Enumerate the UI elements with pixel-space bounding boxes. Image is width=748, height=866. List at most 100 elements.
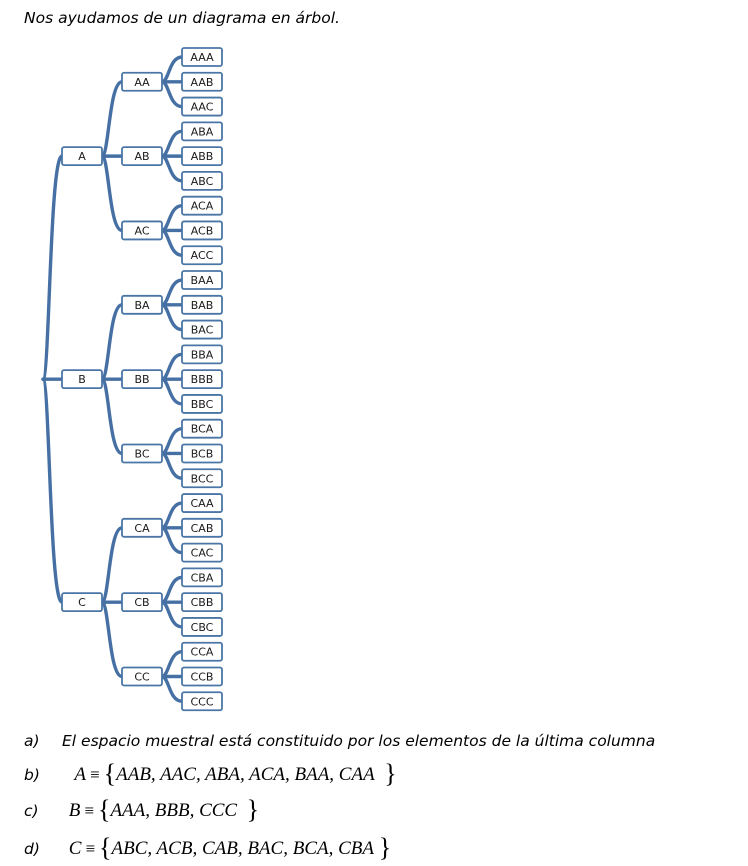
tree-node-level3: AAC bbox=[181, 96, 223, 117]
answer-b-open-brace: { bbox=[103, 759, 117, 788]
tree-node-label: BBA bbox=[191, 348, 214, 361]
tree-node-level3: CCA bbox=[181, 641, 223, 662]
tree-node-level3: AAA bbox=[181, 47, 223, 67]
tree-node-label: BCB bbox=[191, 447, 214, 460]
tree-edge-l1 bbox=[100, 600, 124, 679]
tree-edge-l2 bbox=[160, 526, 184, 555]
tree-node-level3: CBC bbox=[181, 617, 223, 637]
tree-node-level3: CBB bbox=[181, 592, 223, 613]
tree-node-label: CBA bbox=[191, 571, 214, 584]
answer-d-set: C bbox=[68, 838, 82, 859]
answer-c-elements: AAA, BBB, CCC bbox=[110, 800, 238, 821]
tree-edge-l1 bbox=[100, 377, 124, 456]
tree-edge-l2 bbox=[160, 129, 184, 158]
tree-node-level3: CAC bbox=[181, 542, 223, 563]
tree-node-level3: AAB bbox=[181, 71, 223, 92]
tree-diagram: ABCAAABACBABBBCCACBCCAAAAABAACABAABBABCA… bbox=[41, 47, 223, 712]
tree-node-level2: BB bbox=[121, 369, 163, 390]
tree-node-level3: ACC bbox=[181, 245, 223, 266]
tree-node-label: AA bbox=[134, 76, 150, 89]
tree-edge-l1 bbox=[100, 303, 124, 381]
tree-node-label: CBB bbox=[191, 596, 214, 609]
tree-node-label: CAC bbox=[191, 547, 214, 560]
tree-edge-l2 bbox=[160, 203, 184, 233]
tree-node-level2: CA bbox=[121, 517, 163, 538]
tree-node-level3: BCA bbox=[181, 418, 223, 439]
tree-edge-root bbox=[41, 154, 64, 381]
tree-node-label: ACC bbox=[191, 249, 214, 262]
tree-node-level3: BBC bbox=[181, 394, 223, 414]
tree-edge-l2 bbox=[160, 674, 184, 703]
tree-node-label: AB bbox=[134, 150, 149, 163]
tree-node-level3: BAC bbox=[181, 319, 223, 340]
tree-node-level3: ACB bbox=[181, 220, 223, 241]
tree-edge-l2 bbox=[160, 278, 184, 307]
tree-node-level3: BBB bbox=[181, 369, 223, 390]
tree-node-label: CAB bbox=[191, 522, 214, 535]
tree-node-label: CB bbox=[134, 596, 149, 609]
tree-node-level3: CBA bbox=[181, 567, 223, 588]
answer-a: a) El espacio muestral está constituido p… bbox=[24, 732, 655, 751]
tree-node-level3: ABB bbox=[181, 146, 223, 167]
tree-node-label: ABA bbox=[191, 125, 214, 138]
tree-node-label: AAC bbox=[191, 101, 214, 114]
tree-node-label: CC bbox=[134, 671, 150, 684]
tree-node-label: AAB bbox=[191, 76, 214, 89]
tree-edge-l2 bbox=[160, 154, 184, 183]
tree-node-level2: BC bbox=[121, 443, 163, 464]
tree-node-label: CCA bbox=[191, 646, 214, 659]
answer-c-set: B bbox=[68, 800, 81, 821]
tree-node-level3: BBA bbox=[181, 344, 223, 365]
tree-node-level2: BA bbox=[121, 294, 163, 315]
answer-b-close-brace: } bbox=[384, 759, 397, 788]
tree-edge-l2 bbox=[160, 55, 184, 84]
tree-edge-l2 bbox=[160, 575, 184, 604]
tree-edge-l2 bbox=[160, 352, 184, 381]
tree-node-label: BAA bbox=[191, 274, 214, 287]
tree-node-label: BCC bbox=[191, 472, 214, 485]
answer-d-equiv: ≡ bbox=[85, 839, 96, 858]
tree-edge-l2 bbox=[160, 501, 184, 530]
tree-node-level2: CB bbox=[121, 592, 163, 613]
tree-edge-l2 bbox=[160, 377, 184, 406]
tree-node-level3: CCB bbox=[181, 666, 223, 687]
answer-d-elements: ABC, ACB, CAB, BAC, BCA, CBA bbox=[111, 838, 374, 859]
tree-node-level3: ABC bbox=[181, 170, 223, 191]
tree-edge-l2 bbox=[160, 650, 184, 679]
tree-node-label: ABB bbox=[191, 150, 214, 163]
tree-edge-l2 bbox=[160, 303, 184, 332]
tree-node-label: CCB bbox=[191, 671, 214, 684]
answer-b: b) A≡{AAB, AAC, ABA, ACA, BAA, CAA } bbox=[24, 761, 397, 787]
tree-edge-l2 bbox=[160, 80, 184, 109]
tree-node-label: BBC bbox=[191, 398, 214, 411]
answer-c: c) B≡{AAA, BBB, CCC } bbox=[24, 797, 259, 823]
tree-node-level2: AC bbox=[121, 220, 163, 241]
tree-edge-l1 bbox=[100, 526, 124, 604]
tree-node-level3: BAA bbox=[181, 270, 223, 290]
tree-node-level3: CAA bbox=[181, 493, 223, 513]
answer-d-label: d) bbox=[24, 840, 40, 858]
tree-node-label: ABC bbox=[191, 175, 214, 188]
answer-d-open-brace: { bbox=[99, 833, 112, 862]
tree-node-level3: BAB bbox=[181, 294, 223, 315]
answer-a-label: a) bbox=[24, 732, 40, 750]
tree-node-label: C bbox=[78, 596, 86, 609]
answer-b-equiv: ≡ bbox=[90, 765, 100, 784]
tree-node-level3: CCC bbox=[181, 691, 223, 712]
tree-edge-l2 bbox=[160, 427, 184, 456]
answer-a-text: El espacio muestral está constituido por… bbox=[62, 732, 656, 750]
tree-edge-l2 bbox=[160, 600, 184, 629]
answer-d-close-brace: } bbox=[378, 833, 392, 862]
tree-node-label: B bbox=[78, 373, 86, 386]
tree-node-label: CAA bbox=[190, 497, 214, 510]
tree-edge-root bbox=[41, 377, 64, 604]
tree-node-level1: C bbox=[61, 592, 103, 613]
tree-node-label: BA bbox=[134, 299, 150, 312]
tree-node-label: ACB bbox=[191, 224, 214, 237]
tree-node-label: AAA bbox=[190, 51, 214, 64]
tree-edge-l2 bbox=[160, 228, 184, 257]
tree-node-label: BC bbox=[134, 447, 149, 460]
tree-node-label: CBC bbox=[191, 621, 214, 634]
tree-node-level2: AA bbox=[121, 71, 163, 92]
tree-node-label: BAC bbox=[191, 324, 214, 337]
